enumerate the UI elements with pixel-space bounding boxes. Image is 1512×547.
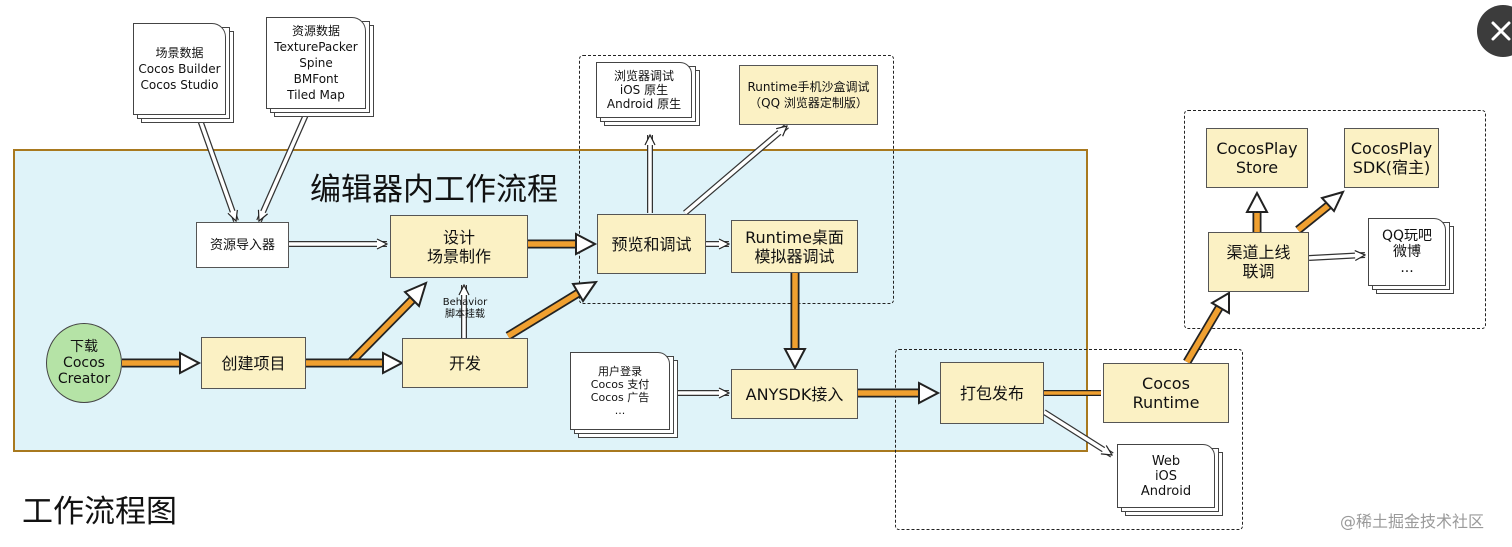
runtime-desktop-node: Runtime桌面 模拟器调试 [731, 220, 858, 273]
joint-debug-label: 联调 [1242, 262, 1275, 281]
close-button[interactable] [1477, 5, 1512, 57]
resource-data-item: Spine [299, 56, 333, 70]
arrow-scene-to-importer [196, 115, 239, 221]
editor-workflow-title: 编辑器内工作流程 [310, 172, 558, 208]
preview-label: 预览和调试 [611, 234, 692, 254]
debug-group [579, 55, 894, 304]
cocosplay-store-node: CocosPlay Store [1206, 128, 1308, 188]
cocosplay-label: CocosPlay [1216, 139, 1298, 158]
close-icon [1491, 21, 1511, 41]
arrow-desktop-to-anysdk [783, 268, 807, 371]
channel-node: 渠道上线 联调 [1208, 232, 1309, 292]
cocosplay-label: CocosPlay [1350, 139, 1433, 158]
scene-data-item: Cocos Studio [140, 78, 219, 92]
browser-debug-item: Android 原生 [606, 97, 682, 111]
store-label: Store [1235, 158, 1279, 177]
resource-data-doc: 资源数据 TexturePacker Spine BMFont Tiled Ma… [266, 17, 374, 117]
cocos-pay-label: Cocos 支付 [590, 378, 650, 391]
create-project-label: 创建项目 [221, 353, 286, 373]
download-label: 下载 [70, 339, 98, 355]
scene-data-doc: 场景数据 Cocos Builder Cocos Studio [133, 23, 234, 123]
release-group [895, 349, 1243, 530]
download-cocos-creator-node: 下载 Cocos Creator [46, 323, 122, 403]
design-label: 设计 [442, 227, 475, 247]
cocos-label: Cocos [63, 355, 105, 371]
thin-arrows [196, 108, 1365, 458]
qq-play-label: QQ玩吧 [1381, 228, 1433, 244]
script-mount-text: 脚本挂载 [445, 309, 485, 320]
simulator-debug-label: 模拟器调试 [754, 246, 835, 266]
platform-web: Web [1151, 453, 1181, 469]
arrow-create-to-develop [350, 351, 405, 375]
runtime-mobile-label: Runtime手机沙盒调试 [747, 80, 870, 94]
qq-play-doc: QQ玩吧 微博 ... [1368, 218, 1454, 294]
platform-android: Android [1140, 483, 1192, 499]
sdk-host-label: SDK(宿主) [1352, 158, 1431, 177]
package-node: 打包发布 [940, 362, 1044, 424]
arrow-channel-to-store [1245, 190, 1269, 232]
scene-making-label: 场景制作 [426, 246, 491, 266]
preview-node: 预览和调试 [597, 214, 706, 274]
resource-data-item: TexturePacker [274, 40, 358, 54]
page-title: 工作流程图 [22, 494, 177, 530]
develop-node: 开发 [402, 338, 528, 388]
arrow-anysdk-to-package [858, 381, 941, 405]
resource-importer-label: 资源导入器 [209, 237, 275, 253]
runtime-desktop-label: Runtime桌面 [745, 227, 844, 247]
more-label: ... [1400, 260, 1414, 276]
channel-label: 渠道上线 [1226, 243, 1291, 262]
design-node: 设计 场景制作 [390, 215, 528, 278]
scene-data-item: Cocos Builder [138, 62, 221, 76]
behavior-text: Behavior [442, 297, 488, 308]
cocosplay-sdk-node: CocosPlay SDK(宿主) [1344, 128, 1439, 188]
arrow-channel-to-sdk [1295, 190, 1345, 234]
create-project-node: 创建项目 [201, 337, 306, 389]
arrow-design-to-preview [528, 232, 598, 256]
scene-data-title: 场景数据 [155, 46, 204, 60]
browser-debug-doc: 浏览器调试 iOS 原生 Android 原生 [596, 62, 700, 126]
watermark: @稀土掘金技术社区 [1340, 512, 1485, 531]
resource-importer-node: 资源导入器 [196, 222, 289, 268]
cocos-label: Cocos [1142, 374, 1190, 393]
user-login-label: 用户登录 [598, 365, 642, 378]
resource-data-item: Tiled Map [287, 88, 345, 102]
resource-data-item: BMFont [293, 72, 339, 86]
cocos-ads-label: Cocos 广告 [590, 391, 650, 404]
browser-debug-item: iOS 原生 [619, 83, 669, 97]
user-services-doc: 用户登录 Cocos 支付 Cocos 广告 ... [570, 352, 678, 438]
creator-label: Creator [57, 371, 111, 387]
package-label: 打包发布 [959, 383, 1024, 403]
thick-arrows [122, 190, 1345, 405]
cocos-runtime-node: Cocos Runtime [1103, 363, 1229, 423]
platforms-doc: Web iOS Android [1117, 444, 1223, 516]
anysdk-node: ANYSDK接入 [731, 369, 858, 419]
runtime-label: Runtime [1132, 393, 1200, 412]
anysdk-label: ANYSDK接入 [745, 384, 844, 404]
behavior-label: Behavior 脚本挂载 [433, 297, 497, 321]
weibo-label: 微博 [1393, 244, 1421, 260]
more-label: ... [614, 404, 626, 417]
arrow-develop-to-preview [505, 280, 599, 340]
arrow-channel-to-qq [1308, 255, 1365, 258]
arrow-package-to-platforms [1042, 409, 1114, 458]
resource-data-title: 资源数据 [291, 24, 340, 38]
qq-browser-label: （QQ 浏览器定制版） [749, 96, 868, 110]
arrow-runtime-to-channel [1183, 291, 1230, 365]
arrow-start-to-create [122, 351, 202, 375]
browser-debug-title: 浏览器调试 [613, 69, 674, 83]
arrow-resource-to-importer [256, 108, 311, 221]
editor-workflow-region [13, 149, 1088, 452]
runtime-mobile-node: Runtime手机沙盒调试 （QQ 浏览器定制版） [739, 65, 878, 125]
platform-ios: iOS [1154, 468, 1178, 484]
channel-group [1184, 110, 1486, 329]
arrow-preview-to-mobile [683, 123, 789, 216]
develop-label: 开发 [448, 353, 481, 373]
